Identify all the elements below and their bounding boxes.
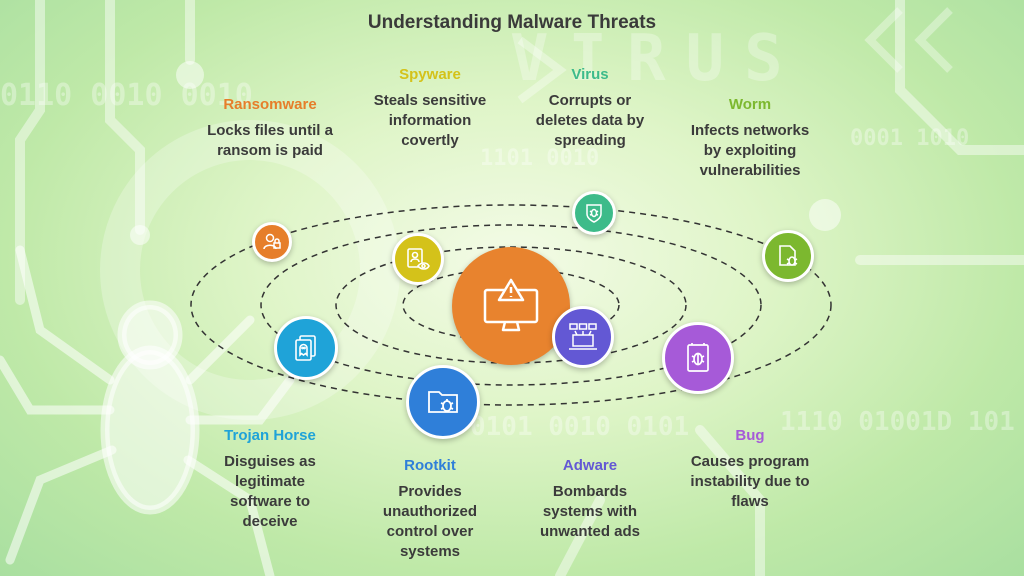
user-eye-icon — [407, 248, 430, 270]
worm-label: Worm Infects networks by exploiting vuln… — [665, 96, 835, 181]
virus-label: Virus Corrupts or deletes data by spread… — [505, 66, 675, 151]
adware-title: Adware — [562, 457, 618, 474]
desc-line: Causes program — [690, 453, 810, 470]
adware-node[interactable] — [552, 306, 614, 368]
desc-line: deceive — [242, 513, 298, 530]
monitor-warning-icon — [483, 278, 539, 332]
document-bug-icon — [687, 343, 709, 372]
spider-icon — [0, 245, 295, 576]
desc-line: Corrupts or — [548, 92, 632, 109]
desc-line: Steals sensitive — [373, 92, 487, 109]
trojan-horse-label: Trojan Horse Disguises as legitimate sof… — [185, 427, 355, 532]
virus-description: Corrupts or deletes data by spreading — [505, 91, 675, 151]
shield-bug-icon — [586, 204, 602, 223]
worm-title: Worm — [728, 96, 772, 113]
binary-text-1: 0110 0010 0010 — [0, 78, 253, 113]
binary-text-2: 1101 0010 — [480, 146, 599, 171]
virus-title: Virus — [571, 66, 609, 83]
bug-title: Bug — [735, 427, 765, 444]
adware-label: Adware Bombards systems with unwanted ad… — [505, 457, 675, 542]
ransomware-title: Ransomware — [223, 96, 317, 113]
trojan-horse-description: Disguises as legitimate software to dece… — [185, 452, 355, 532]
worm-description: Infects networks by exploiting vulnerabi… — [665, 121, 835, 181]
desc-line: flaws — [731, 493, 769, 510]
ransomware-label: Ransomware Locks files until a ransom is… — [185, 96, 355, 161]
desc-line: systems — [399, 543, 461, 560]
page-title: Understanding Malware Threats — [367, 12, 657, 33]
trojan-horse-title: Trojan Horse — [224, 427, 316, 444]
virus-node[interactable] — [572, 191, 616, 235]
desc-line: ransom is paid — [217, 142, 323, 159]
virus-watermark-text: VIRUS — [510, 22, 803, 96]
files-ghost-icon — [295, 335, 316, 361]
desc-line: Provides — [398, 483, 462, 500]
desc-line: Locks files until a — [207, 122, 333, 139]
desc-line: Infects networks — [690, 122, 810, 139]
adware-description: Bombards systems with unwanted ads — [505, 482, 675, 542]
desc-line: unwanted ads — [539, 523, 640, 540]
bug-label: Bug Causes program instability due to fl… — [665, 427, 835, 512]
desc-line: covertly — [401, 132, 459, 149]
spyware-node[interactable] — [392, 233, 444, 285]
rootkit-title: Rootkit — [404, 457, 456, 474]
bug-node[interactable] — [662, 322, 734, 394]
ransomware-node[interactable] — [252, 222, 292, 262]
file-bug-icon — [779, 245, 798, 266]
desc-line: software to — [229, 493, 310, 510]
desc-line: vulnerabilities — [699, 162, 801, 179]
rootkit-label: Rootkit Provides unauthorized control ov… — [345, 457, 515, 562]
bug-description: Causes program instability due to flaws — [665, 452, 835, 512]
rootkit-node[interactable] — [406, 365, 480, 439]
desc-line: control over — [386, 523, 474, 540]
desc-line: legitimate — [234, 473, 306, 490]
hacker-lock-icon — [263, 233, 281, 250]
desc-line: deletes data by — [535, 112, 645, 129]
laptop-ads-icon — [569, 323, 597, 350]
folder-bug-icon — [428, 391, 458, 413]
spyware-description: Steals sensitive information covertly — [345, 91, 515, 151]
desc-line: instability due to — [690, 473, 810, 490]
spyware-label: Spyware Steals sensitive information cov… — [345, 66, 515, 151]
spyware-title: Spyware — [399, 66, 461, 83]
center-node — [452, 247, 570, 365]
trojan-horse-node[interactable] — [274, 316, 338, 380]
ransomware-description: Locks files until a ransom is paid — [185, 121, 355, 161]
binary-text-5: 1110 01001D 101 — [780, 407, 1015, 437]
worm-node[interactable] — [762, 230, 814, 282]
desc-line: Bombards — [552, 483, 628, 500]
desc-line: unauthorized — [382, 503, 478, 520]
rootkit-description: Provides unauthorized control over syste… — [345, 482, 515, 562]
desc-line: spreading — [554, 132, 626, 149]
binary-text-4: 0101 0010 0101 — [470, 412, 689, 442]
desc-line: information — [388, 112, 472, 129]
desc-line: systems with — [542, 503, 638, 520]
desc-line: by exploiting — [703, 142, 797, 159]
binary-text-3: 0001 1010 — [850, 126, 969, 151]
desc-line: Disguises as — [224, 453, 316, 470]
